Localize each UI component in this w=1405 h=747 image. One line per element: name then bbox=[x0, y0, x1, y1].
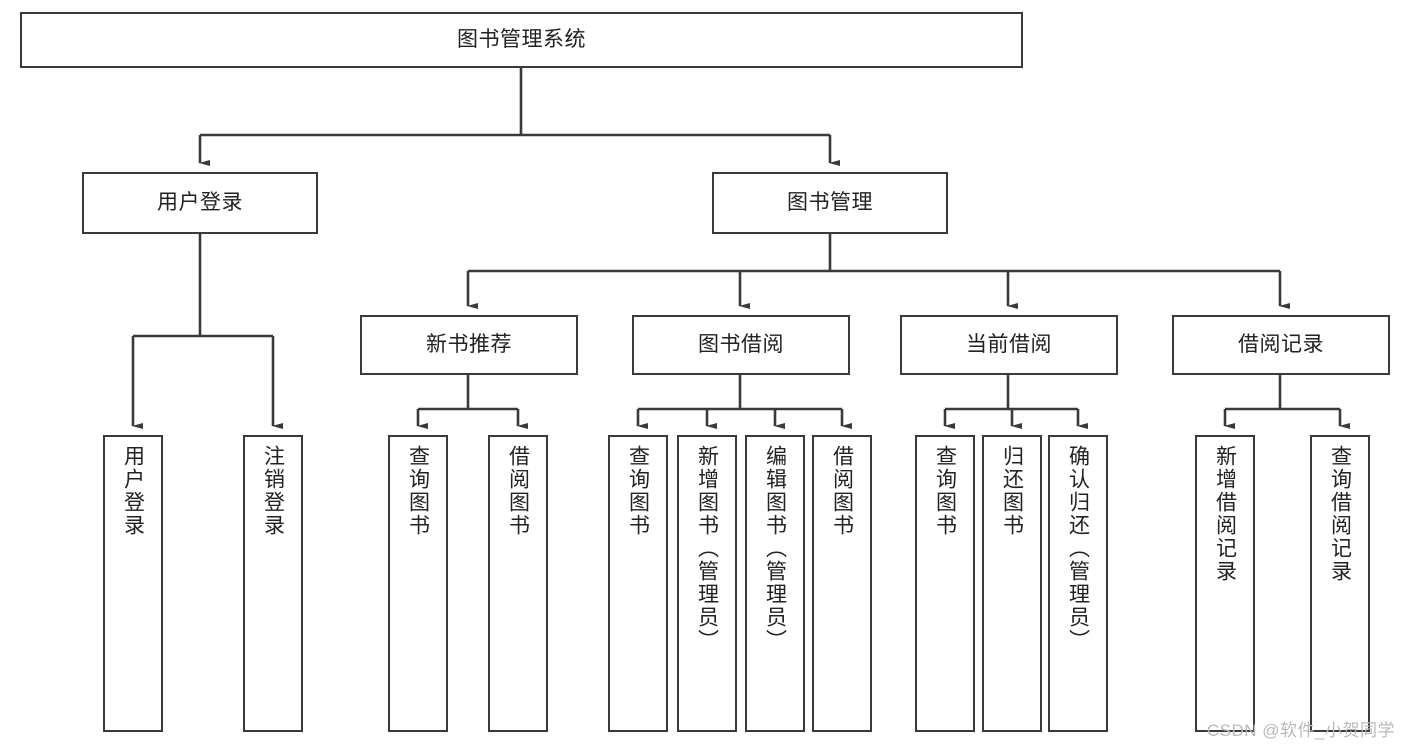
node-leaf-edit-book-label: 编辑图书（管理员） bbox=[763, 445, 787, 652]
node-book-mgmt[interactable]: 图书管理 bbox=[712, 172, 948, 234]
node-borrow-record-label: 借阅记录 bbox=[1238, 333, 1324, 357]
node-root-label: 图书管理系统 bbox=[457, 28, 586, 52]
node-leaf-add-record-label: 新增借阅记录 bbox=[1213, 445, 1237, 583]
node-leaf-borrow-book-rec-label: 借阅图书 bbox=[506, 445, 530, 537]
node-new-book-rec-label: 新书推荐 bbox=[426, 333, 512, 357]
node-leaf-confirm-return[interactable]: 确认归还（管理员） bbox=[1048, 435, 1108, 732]
node-leaf-return-book-label: 归还图书 bbox=[1000, 445, 1024, 537]
node-book-mgmt-label: 图书管理 bbox=[787, 191, 873, 215]
node-leaf-confirm-return-label: 确认归还（管理员） bbox=[1066, 445, 1090, 652]
node-borrow-record[interactable]: 借阅记录 bbox=[1172, 315, 1390, 375]
node-leaf-add-book[interactable]: 新增图书（管理员） bbox=[677, 435, 737, 732]
node-leaf-user-login[interactable]: 用户登录 bbox=[103, 435, 163, 732]
node-leaf-return-book[interactable]: 归还图书 bbox=[982, 435, 1042, 732]
node-book-borrow-label: 图书借阅 bbox=[698, 333, 784, 357]
node-current-borrow[interactable]: 当前借阅 bbox=[900, 315, 1118, 375]
node-leaf-user-login-label: 用户登录 bbox=[121, 445, 145, 537]
node-leaf-borrow-book-bb-label: 借阅图书 bbox=[830, 445, 854, 537]
node-leaf-logout-label: 注销登录 bbox=[261, 445, 285, 537]
node-leaf-query-book-bb-label: 查询图书 bbox=[626, 445, 650, 537]
node-leaf-query-book-cb[interactable]: 查询图书 bbox=[915, 435, 975, 732]
node-leaf-query-book-rec[interactable]: 查询图书 bbox=[388, 435, 448, 732]
node-leaf-query-book-cb-label: 查询图书 bbox=[933, 445, 957, 537]
node-leaf-query-book-bb[interactable]: 查询图书 bbox=[608, 435, 668, 732]
node-new-book-rec[interactable]: 新书推荐 bbox=[360, 315, 578, 375]
node-leaf-logout[interactable]: 注销登录 bbox=[243, 435, 303, 732]
node-leaf-add-record[interactable]: 新增借阅记录 bbox=[1195, 435, 1255, 732]
node-leaf-borrow-book-rec[interactable]: 借阅图书 bbox=[488, 435, 548, 732]
node-user-login[interactable]: 用户登录 bbox=[82, 172, 318, 234]
node-leaf-query-book-rec-label: 查询图书 bbox=[406, 445, 430, 537]
node-current-borrow-label: 当前借阅 bbox=[966, 333, 1052, 357]
node-leaf-borrow-book-bb[interactable]: 借阅图书 bbox=[812, 435, 872, 732]
node-root[interactable]: 图书管理系统 bbox=[20, 12, 1023, 68]
node-leaf-query-record-label: 查询借阅记录 bbox=[1328, 445, 1352, 583]
csdn-watermark: CSDN @软件_小贺同学 bbox=[1206, 721, 1395, 740]
node-book-borrow[interactable]: 图书借阅 bbox=[632, 315, 850, 375]
node-user-login-label: 用户登录 bbox=[157, 191, 243, 215]
node-leaf-edit-book[interactable]: 编辑图书（管理员） bbox=[745, 435, 805, 732]
node-leaf-add-book-label: 新增图书（管理员） bbox=[695, 445, 719, 652]
node-leaf-query-record[interactable]: 查询借阅记录 bbox=[1310, 435, 1370, 732]
